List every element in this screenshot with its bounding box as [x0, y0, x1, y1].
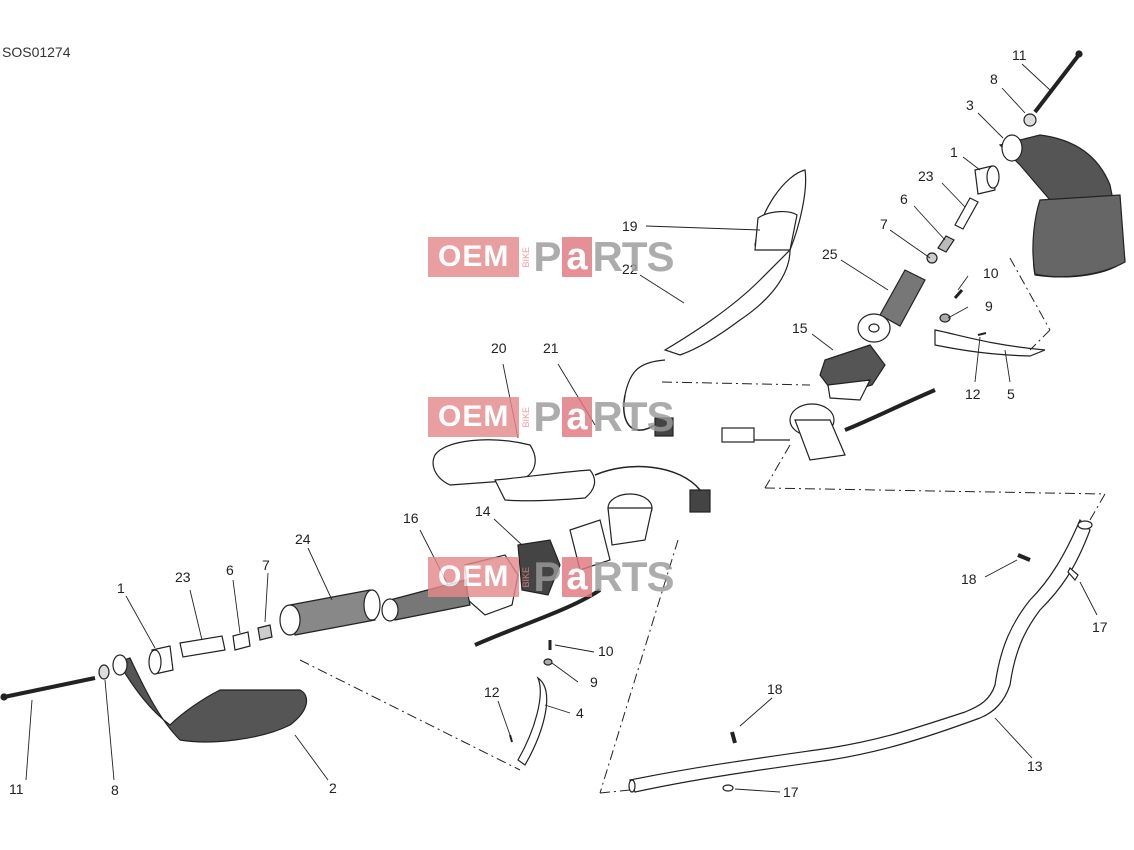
handlebar-13	[628, 518, 1093, 793]
callout-24: 24	[295, 531, 311, 547]
watermark-bottom: OEM BIKE P a RTS	[428, 553, 675, 600]
callout-8-right: 8	[990, 71, 998, 87]
callout-6-left: 6	[226, 562, 234, 578]
callout-4: 4	[576, 705, 584, 721]
right-washer-9	[939, 313, 951, 323]
callout-1-right: 1	[950, 144, 958, 160]
left-bar-end-weight-1	[148, 645, 174, 675]
callout-3: 3	[966, 97, 974, 113]
watermark-bike: BIKE	[521, 566, 532, 588]
callout-22: 22	[622, 261, 638, 277]
callout-9-right: 9	[985, 298, 993, 314]
right-grip-25	[857, 269, 926, 343]
right-spacer-6	[937, 235, 955, 253]
left-spacer-6	[232, 631, 251, 651]
callout-6-right: 6	[900, 191, 908, 207]
left-bracket-4	[517, 676, 548, 766]
callout-18-right: 18	[961, 571, 977, 587]
callout-12-right: 12	[965, 386, 981, 402]
callout-21: 21	[543, 340, 559, 356]
right-switch-15	[819, 344, 886, 401]
callout-9-left: 9	[590, 674, 598, 690]
callout-2: 2	[329, 780, 337, 796]
watermark-oem: OEM	[428, 237, 520, 277]
callout-10-right: 10	[983, 265, 999, 281]
clip-17-upper	[1067, 567, 1079, 582]
callout-15: 15	[792, 320, 808, 336]
right-washer	[1023, 113, 1037, 127]
watermark-oem: OEM	[428, 557, 520, 597]
callout-1-left: 1	[117, 580, 125, 596]
callout-18-lower: 18	[767, 681, 783, 697]
left-bolt-long-11	[0, 676, 96, 701]
mirror-right-19	[623, 169, 807, 437]
watermark-middle: OEM BIKE P a RTS	[428, 393, 675, 440]
left-grip-24	[279, 589, 381, 636]
clutch-lever-assembly	[721, 388, 936, 461]
watermark-oem: OEM	[428, 397, 520, 437]
watermark-p: P	[533, 553, 562, 600]
callout-23-right: 23	[918, 168, 934, 184]
watermark-a: a	[562, 397, 592, 437]
callout-7-left: 7	[262, 557, 270, 573]
watermark-bike: BIKE	[521, 406, 532, 428]
right-insert-7	[926, 252, 938, 264]
watermark-rts: RTS	[592, 393, 675, 440]
right-spacer-23	[954, 197, 979, 230]
watermark-p: P	[533, 393, 562, 440]
watermark-rts: RTS	[592, 233, 675, 280]
right-screw-12	[977, 332, 987, 336]
pin-18-upper	[1017, 553, 1031, 562]
callout-23-left: 23	[175, 569, 191, 585]
callout-12-left: 12	[484, 684, 500, 700]
callout-17-right: 17	[1092, 619, 1108, 635]
watermark-p: P	[533, 233, 562, 280]
leader-lines	[25, 63, 1098, 793]
callout-25: 25	[822, 246, 838, 262]
clip-17-lower	[722, 784, 734, 792]
mirror-left-20	[432, 439, 711, 513]
watermark-bike: BIKE	[521, 246, 532, 268]
callout-14: 14	[475, 503, 491, 519]
callout-20: 20	[491, 340, 507, 356]
callout-13: 13	[1027, 758, 1043, 774]
callout-labels: 11 8 3 1 23 6 7 25 10 9 12 5 15 19 22 20…	[9, 47, 1108, 800]
watermark-a: a	[562, 557, 592, 597]
right-bracket-5	[934, 329, 1046, 357]
left-screw-12	[509, 734, 513, 743]
left-switch-14	[517, 539, 561, 596]
left-washer-9	[543, 658, 553, 666]
callout-10-left: 10	[598, 643, 614, 659]
left-handguard-2	[112, 654, 308, 743]
left-insert-7	[257, 624, 273, 641]
right-bolt-long	[1033, 50, 1083, 114]
watermark-rts: RTS	[592, 553, 675, 600]
assembly-lines	[299, 257, 1106, 794]
callout-8-left: 8	[111, 782, 119, 798]
pin-18-lower	[730, 731, 737, 744]
left-washer-8	[98, 664, 110, 680]
callout-16: 16	[403, 510, 419, 526]
callout-5: 5	[1007, 386, 1015, 402]
right-bar-end-weight	[974, 165, 1000, 195]
callout-7-right: 7	[880, 216, 888, 232]
left-spacer-23	[179, 635, 226, 658]
right-handguard	[998, 134, 1126, 278]
watermark-a: a	[562, 237, 592, 277]
callout-19: 19	[622, 218, 638, 234]
callout-17-lower: 17	[783, 784, 799, 800]
watermark-top: OEM BIKE P a RTS	[428, 233, 675, 280]
callout-11-left: 11	[9, 781, 24, 797]
diagram-code: SOS01274	[2, 44, 71, 60]
callout-11-right: 11	[1012, 47, 1027, 63]
right-bolt-10	[953, 289, 964, 299]
